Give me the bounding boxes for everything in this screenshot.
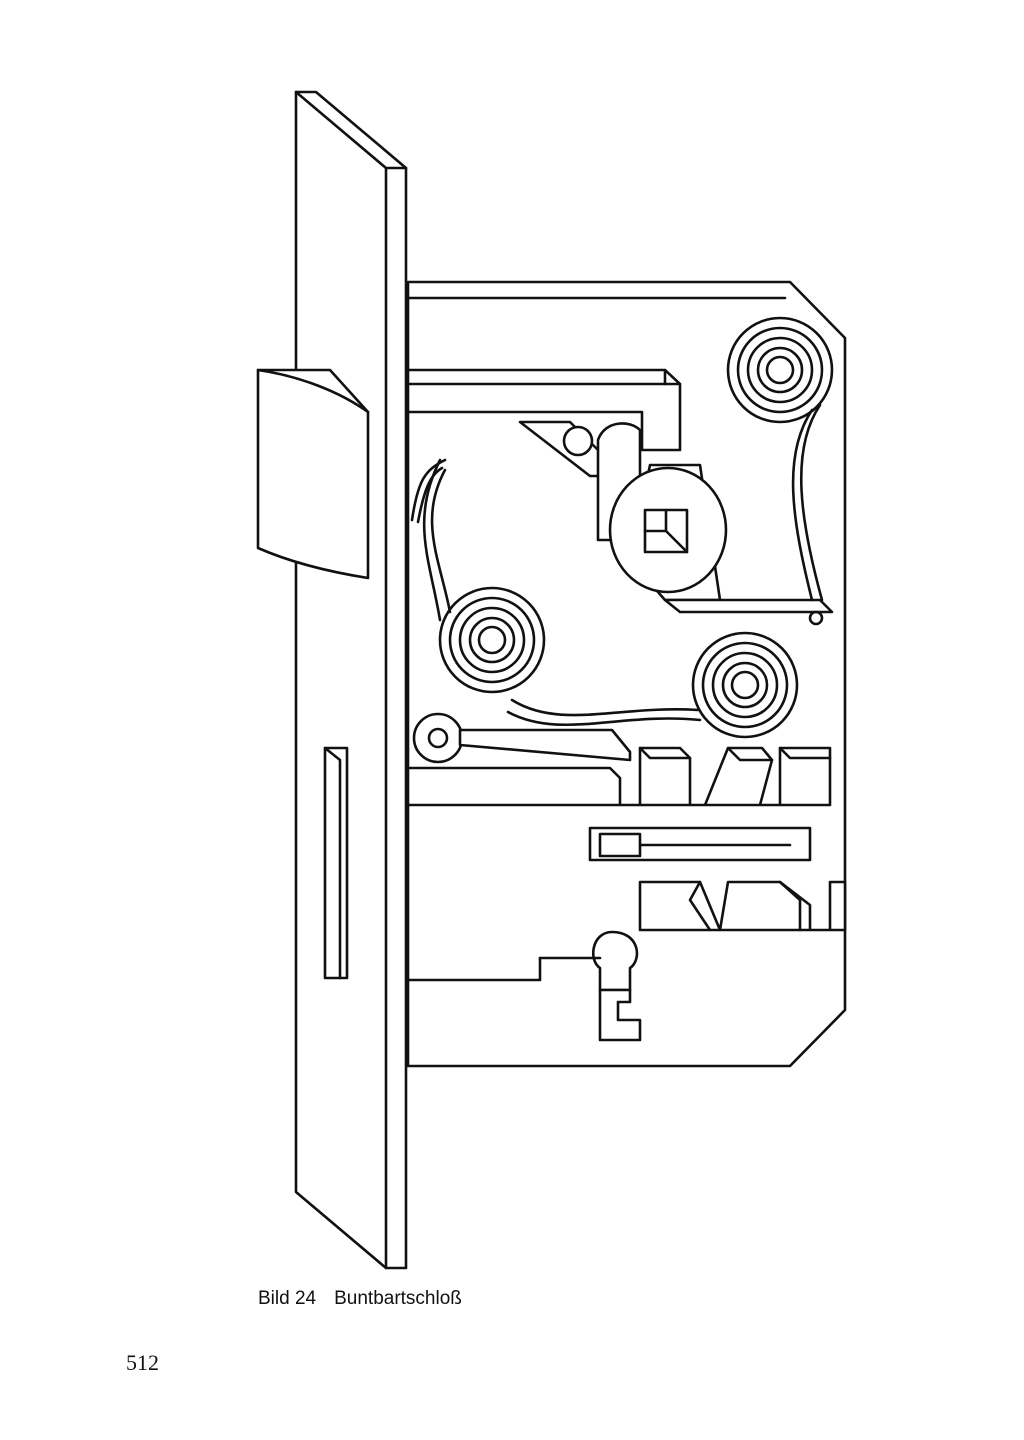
lower-rail bbox=[663, 598, 834, 626]
figure-caption: Bild 24 Buntbartschloß bbox=[258, 1288, 462, 1310]
spring-coil-top-right bbox=[726, 316, 834, 602]
curled-spring bbox=[410, 458, 447, 524]
figure-label: Bild 24 bbox=[258, 1288, 317, 1309]
pivot-roller bbox=[412, 712, 632, 764]
spring-coil-lower-right bbox=[506, 631, 799, 739]
keyhole bbox=[406, 930, 642, 1042]
face-plate bbox=[294, 90, 408, 1270]
slot-plate bbox=[588, 826, 812, 862]
lower-ward-teeth bbox=[638, 880, 847, 932]
lever-diagonal bbox=[518, 420, 614, 478]
page-number: 512 bbox=[126, 1350, 159, 1375]
latch-bolt bbox=[256, 368, 370, 580]
upper-bolt-bar bbox=[406, 368, 682, 452]
lower-bolt-with-tumblers bbox=[406, 746, 832, 807]
spring-coil-middle-left bbox=[422, 458, 546, 694]
follower-hub bbox=[596, 422, 728, 602]
figure-title: Buntbartschloß bbox=[334, 1288, 462, 1309]
lock-case bbox=[406, 280, 847, 1068]
